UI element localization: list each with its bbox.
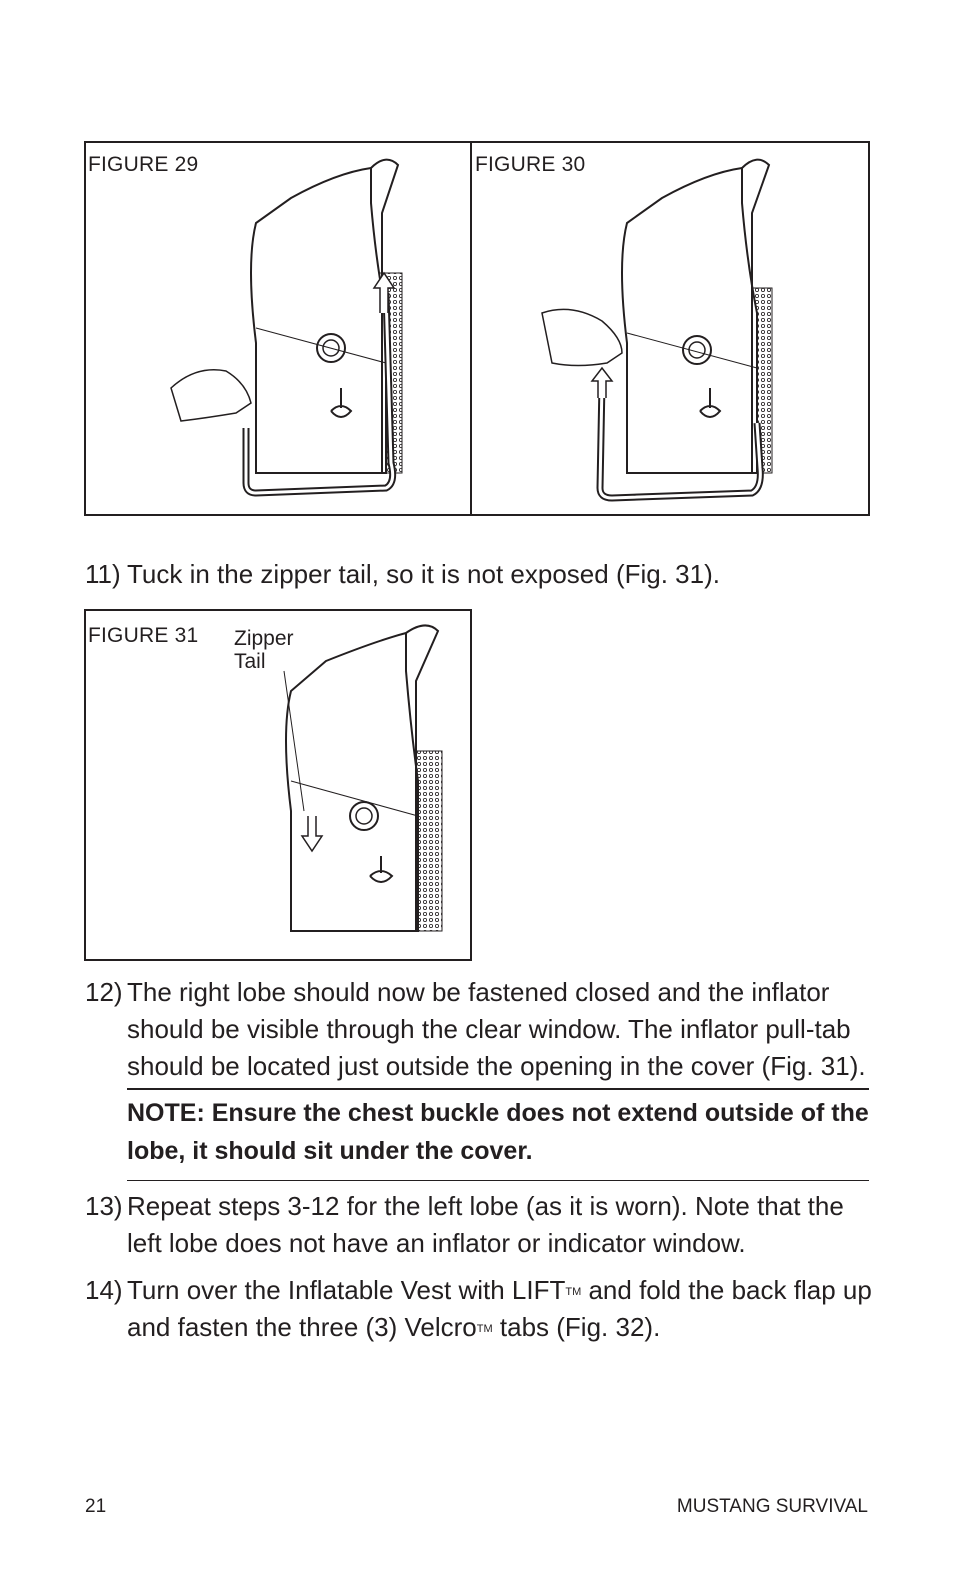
pull-tab-icon [369,856,394,883]
step-text: Turn over the Inflatable Vest with LIFTT… [127,1272,875,1346]
inflator-icon [349,801,379,831]
pull-tab-icon [330,388,353,418]
figure-30-illustration [541,158,773,502]
step-number: 12) [85,977,123,1007]
step-number: 13) [85,1191,123,1221]
figure-29: FIGURE 29 [84,141,472,516]
step-13: 13) Repeat steps 3-12 for the left lobe … [85,1188,875,1262]
inflator-icon [682,335,712,365]
step-text: Repeat steps 3-12 for the left lobe (as … [127,1191,844,1258]
vest-lobe [285,631,419,932]
step-text: The right lobe should now be fastened cl… [127,977,866,1081]
hand-icon [170,369,252,422]
callout-line-2: Tail [234,650,266,673]
step-text-part-c: tabs (Fig. 32). [492,1312,661,1342]
note-box: NOTE: Ensure the chest buckle does not e… [127,1088,869,1181]
figure-31-label: FIGURE 31 [88,624,199,647]
trademark-lift: TM [565,1286,582,1298]
step-14: 14) Turn over the Inflatable Vest with L… [85,1272,875,1346]
vest-lobe [621,166,758,474]
step-text-part-b: and fold the back flap up and fasten the… [127,1275,872,1342]
vest-flap [370,158,400,473]
up-arrow-icon [372,271,396,313]
down-arrow-icon [300,816,324,853]
hand-icon [541,308,623,367]
figure-29-illustration [170,158,403,497]
up-arrow-icon [590,366,614,398]
step-11: 11) Tuck in the zipper tail, so it is no… [85,556,875,593]
callout-line-1: Zipper [234,627,294,650]
step-number: 11) [85,559,121,589]
page-number: 21 [85,1496,107,1517]
trademark-velcro: TM [476,1323,493,1335]
vest-flap [741,158,771,473]
callout-leader [283,670,305,812]
figure-31: FIGURE 31 Zipper Tail [84,609,472,961]
figure-29-label: FIGURE 29 [88,153,199,176]
vest-lobe [250,166,387,474]
step-text-part-a: Turn over the Inflatable Vest with LIFT [127,1275,566,1305]
brand-footer: MUSTANG SURVIVAL [676,1496,868,1517]
vest-flap [405,624,440,931]
pull-tab-icon [699,388,722,418]
step-text: Tuck in the zipper tail, so it is not ex… [127,559,720,589]
step-12: 12) The right lobe should now be fastene… [85,974,875,1085]
figure-31-illustration [283,624,443,932]
step-number: 14) [85,1275,123,1305]
figure-30-label: FIGURE 30 [475,153,586,176]
zipper-tail-callout: Zipper Tail [234,627,294,673]
figure-30: FIGURE 30 [470,141,870,516]
